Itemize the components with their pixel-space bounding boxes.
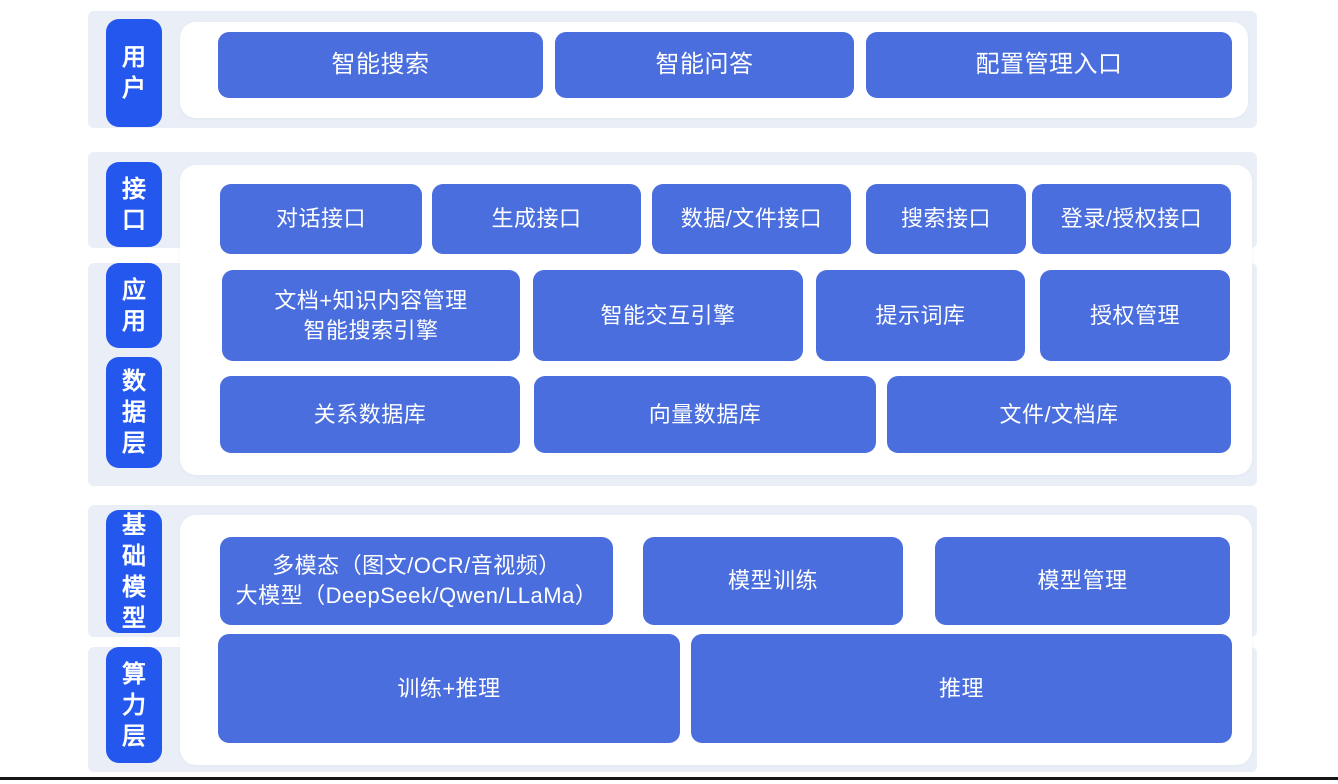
block-dialog-api: 对话接口 [220,184,422,254]
block-multimodal-llm: 多模态（图文/OCR/音视频） 大模型（DeepSeek/Qwen/LLaMa） [220,537,613,625]
block-interaction-engine: 智能交互引擎 [533,270,803,361]
block-data-file-api: 数据/文件接口 [652,184,851,254]
block-search-api: 搜索接口 [866,184,1026,254]
layer-pill-compute-label: 算力层 [122,660,146,750]
layer-pill-user: 用户 [106,19,162,127]
layer-pill-compute: 算力层 [106,647,162,763]
block-login-auth-api: 登录/授权接口 [1032,184,1231,254]
block-prompt-library: 提示词库 [816,270,1025,361]
block-model-training: 模型训练 [643,537,903,625]
block-doc-knowledge-search-engine: 文档+知识内容管理 智能搜索引擎 [222,270,520,361]
block-model-management: 模型管理 [935,537,1230,625]
block-vector-db: 向量数据库 [534,376,876,453]
layer-pill-data-label: 数据层 [122,368,146,457]
block-inference: 推理 [691,634,1232,743]
layer-pill-data: 数据层 [106,357,162,468]
block-relational-db: 关系数据库 [220,376,520,453]
layer-pill-user-label: 用户 [122,44,146,102]
block-auth-management: 授权管理 [1040,270,1230,361]
block-smart-qa: 智能问答 [555,32,854,98]
block-file-doc-store: 文件/文档库 [887,376,1231,453]
block-config-management-entry: 配置管理入口 [866,32,1232,98]
layer-pill-application: 应用 [106,263,162,348]
layer-pill-interface-label: 接口 [122,175,146,234]
layer-pill-application-label: 应用 [122,276,146,335]
block-training-inference: 训练+推理 [218,634,680,743]
layer-pill-interface: 接口 [106,162,162,247]
layer-pill-foundation-model-label: 基础模型 [122,511,146,632]
block-generation-api: 生成接口 [432,184,641,254]
layer-pill-foundation-model: 基础模型 [106,510,162,633]
bottom-divider-line [0,777,1338,780]
block-smart-search: 智能搜索 [218,32,543,98]
